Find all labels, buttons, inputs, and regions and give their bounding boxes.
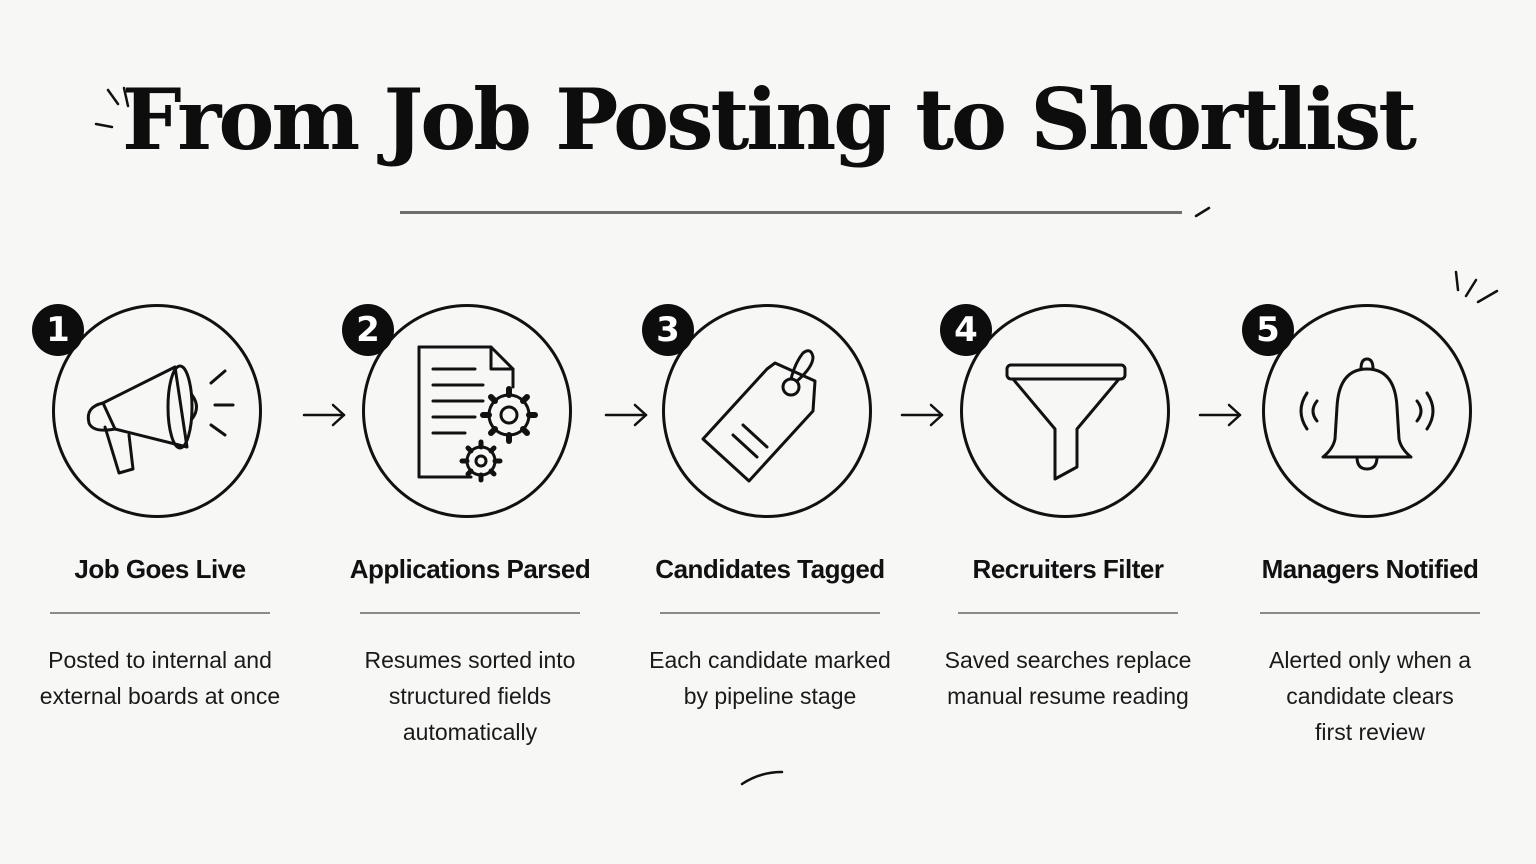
step-description: Posted to internal and external boards a… [39, 647, 281, 709]
step-divider [958, 612, 1178, 614]
arrow-right-icon [302, 403, 346, 427]
step-circle [662, 304, 872, 518]
step-number-badge: 3 [642, 304, 694, 356]
arrow-right-icon [604, 403, 648, 427]
step-divider [360, 612, 580, 614]
step-divider [1260, 612, 1480, 614]
step-title: Candidates Tagged [655, 554, 885, 584]
step-managers-notified: 5 Managers Notified Alerted only when a … [1220, 296, 1520, 766]
step-description: Resumes sorted into structured fields au… [364, 647, 576, 745]
step-circle [362, 304, 572, 518]
step-recruiters-filter: 4 Recruiters Filter Saved searches repla… [918, 296, 1218, 766]
step-title: Managers Notified [1261, 554, 1479, 584]
step-description: Saved searches replace manual resume rea… [944, 647, 1192, 709]
tag-icon [701, 349, 817, 483]
step-title: Applications Parsed [349, 554, 591, 584]
step-description: Alerted only when a candidate clears fir… [1268, 647, 1471, 745]
step-number-badge: 4 [940, 304, 992, 356]
title-underline [400, 211, 1182, 214]
step-number-badge: 1 [32, 304, 84, 356]
step-circle [52, 304, 262, 518]
step-divider [660, 612, 880, 614]
step-job-goes-live: 1 Job Goes Live Posted to internal and e… [10, 296, 310, 766]
step-applications-parsed: 2 Applications Parsed Resumes sorted int… [320, 296, 620, 766]
step-circle [1262, 304, 1472, 518]
megaphone-icon [86, 364, 235, 475]
step-candidates-tagged: 3 Candidates Tagged Each candidate marke… [620, 296, 920, 766]
step-description: Each candidate marked by pipeline stage [649, 647, 891, 709]
step-number-badge: 2 [342, 304, 394, 356]
step-circle [960, 304, 1170, 518]
arrow-right-icon [900, 403, 944, 427]
funnel-icon [1005, 363, 1127, 481]
arrow-right-icon [1198, 403, 1242, 427]
document-gears-icon [417, 345, 538, 483]
page-title: From Job Posting to Shortlist [121, 70, 1417, 169]
step-number-badge: 5 [1242, 304, 1294, 356]
step-title: Job Goes Live [74, 554, 246, 584]
step-title: Recruiters Filter [972, 554, 1164, 584]
bell-icon [1299, 357, 1435, 471]
step-divider [50, 612, 270, 614]
